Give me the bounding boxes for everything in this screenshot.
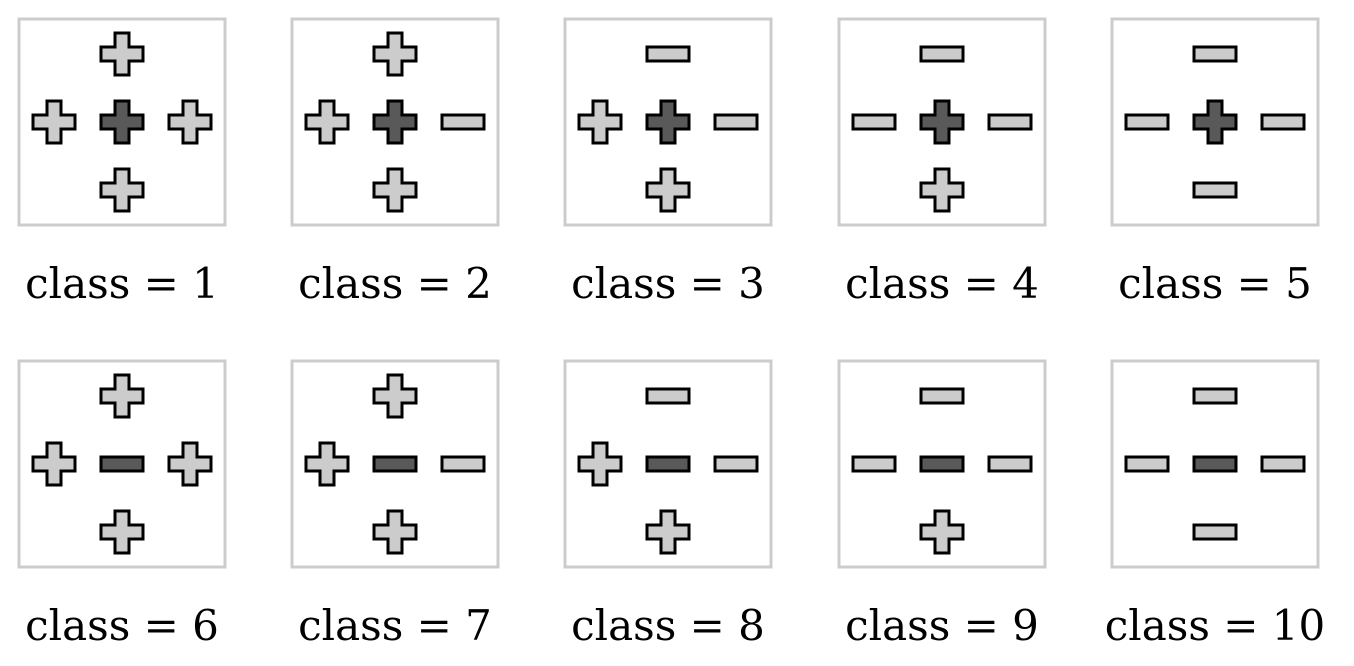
bottom-neighbor-plus-icon <box>372 167 418 213</box>
class-caption: class = 9 <box>845 601 1039 650</box>
class-caption: class = 7 <box>298 601 492 650</box>
center-plus-icon <box>919 99 965 145</box>
bottom-neighbor-plus-icon <box>372 509 418 555</box>
center-plus-icon <box>99 99 145 145</box>
top-neighbor-minus-icon <box>1192 387 1238 405</box>
right-neighbor-minus-icon <box>987 113 1033 131</box>
left-neighbor-minus-icon <box>1124 455 1170 473</box>
class-panel-3: class = 3 <box>563 17 773 308</box>
right-neighbor-minus-icon <box>1260 113 1306 131</box>
bottom-neighbor-plus-icon <box>99 509 145 555</box>
left-neighbor-minus-icon <box>1124 113 1170 131</box>
class-panel-6: class = 6 <box>17 359 227 650</box>
class-caption: class = 10 <box>1105 601 1325 650</box>
top-neighbor-minus-icon <box>645 387 691 405</box>
bottom-neighbor-plus-icon <box>645 167 691 213</box>
top-neighbor-minus-icon <box>645 45 691 63</box>
right-neighbor-plus-icon <box>167 99 213 145</box>
class-caption: class = 4 <box>845 259 1039 308</box>
class-panel-2: class = 2 <box>290 17 500 308</box>
center-minus-icon <box>372 455 418 473</box>
class-caption: class = 6 <box>25 601 219 650</box>
top-neighbor-plus-icon <box>99 373 145 419</box>
top-neighbor-minus-icon <box>1192 45 1238 63</box>
left-neighbor-plus-icon <box>304 441 350 487</box>
class-caption: class = 3 <box>571 259 765 308</box>
left-neighbor-plus-icon <box>304 99 350 145</box>
class-caption: class = 1 <box>25 259 219 308</box>
bottom-neighbor-minus-icon <box>1192 523 1238 541</box>
center-minus-icon <box>919 455 965 473</box>
center-minus-icon <box>645 455 691 473</box>
bottom-neighbor-plus-icon <box>919 509 965 555</box>
left-neighbor-plus-icon <box>577 441 623 487</box>
right-neighbor-minus-icon <box>987 455 1033 473</box>
class-panel-8: class = 8 <box>563 359 773 650</box>
left-neighbor-plus-icon <box>577 99 623 145</box>
top-neighbor-minus-icon <box>919 45 965 63</box>
bottom-neighbor-plus-icon <box>99 167 145 213</box>
left-neighbor-plus-icon <box>31 441 77 487</box>
right-neighbor-minus-icon <box>440 455 486 473</box>
class-caption: class = 8 <box>571 601 765 650</box>
class-panel-9: class = 9 <box>837 359 1047 650</box>
left-neighbor-plus-icon <box>31 99 77 145</box>
top-neighbor-plus-icon <box>372 31 418 77</box>
class-caption: class = 2 <box>298 259 492 308</box>
class-panel-5: class = 5 <box>1110 17 1320 308</box>
class-panel-10: class = 10 <box>1105 359 1325 650</box>
center-minus-icon <box>99 455 145 473</box>
bottom-neighbor-plus-icon <box>645 509 691 555</box>
class-panel-7: class = 7 <box>290 359 500 650</box>
class-caption: class = 5 <box>1118 259 1312 308</box>
center-plus-icon <box>1192 99 1238 145</box>
right-neighbor-minus-icon <box>713 113 759 131</box>
right-neighbor-minus-icon <box>713 455 759 473</box>
bottom-neighbor-plus-icon <box>919 167 965 213</box>
center-minus-icon <box>1192 455 1238 473</box>
top-neighbor-minus-icon <box>919 387 965 405</box>
right-neighbor-minus-icon <box>1260 455 1306 473</box>
right-neighbor-minus-icon <box>440 113 486 131</box>
left-neighbor-minus-icon <box>851 455 897 473</box>
class-panel-1: class = 1 <box>17 17 227 308</box>
right-neighbor-plus-icon <box>167 441 213 487</box>
left-neighbor-minus-icon <box>851 113 897 131</box>
center-plus-icon <box>372 99 418 145</box>
center-plus-icon <box>645 99 691 145</box>
bottom-neighbor-minus-icon <box>1192 181 1238 199</box>
class-panel-4: class = 4 <box>837 17 1047 308</box>
top-neighbor-plus-icon <box>372 373 418 419</box>
top-neighbor-plus-icon <box>99 31 145 77</box>
